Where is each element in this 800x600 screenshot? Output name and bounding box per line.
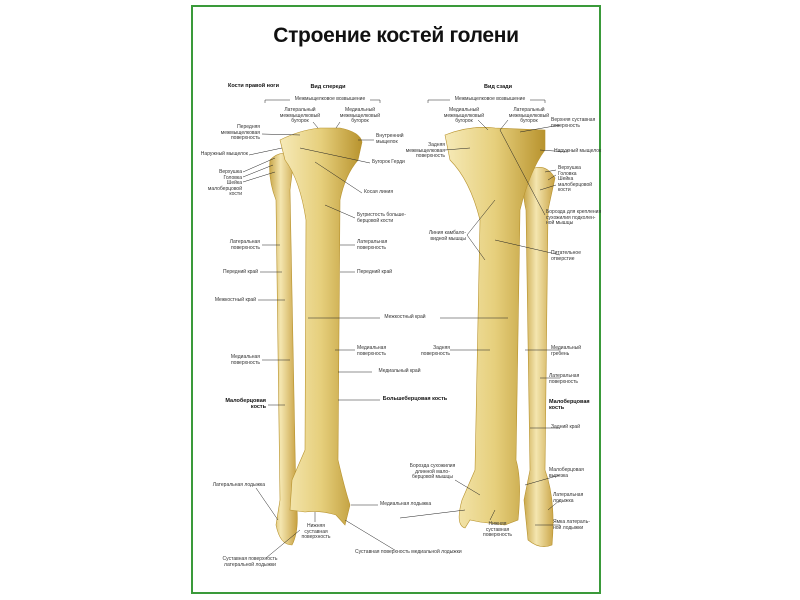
leader-lines <box>242 99 569 559</box>
front-label: Косая линия <box>364 189 394 195</box>
front-label: Нижняя суставная поверхность <box>301 523 331 541</box>
front-eminence-label: Межмыщелковое возвышение <box>290 96 370 103</box>
back-label: Линия камбало- видной мышцы <box>428 230 466 242</box>
back-label: Латеральная поверхность <box>549 373 580 385</box>
back-label: Верхушка Головка Шейка малоберцовой кост… <box>558 165 593 194</box>
front-tibia <box>279 127 363 526</box>
back-label: Наружный мыщелок <box>554 148 602 154</box>
back-view-heading: Вид сзади <box>483 84 513 90</box>
front-label: Суставная поверхность медиальной лодыжки <box>355 549 462 556</box>
back-label: Латеральный межмыщелковый бугорок <box>508 107 550 125</box>
back-label: Борозда сухожилия длинной мало- берцовой… <box>409 463 456 481</box>
front-label: Медиальная поверхность <box>230 354 260 366</box>
front-label: Передняя межмыщелковая поверхность <box>220 124 260 142</box>
back-label: Задняя межмыщелковая поверхность <box>405 142 445 160</box>
fibula-bold-label: Малоберцовая кость <box>225 398 266 410</box>
back-label: Нижняя суставная поверхность <box>482 521 513 539</box>
front-label: Латеральная лодыжка <box>212 482 265 488</box>
front-label: Межкостный край <box>214 297 256 303</box>
front-label: Латеральная поверхность <box>229 239 260 251</box>
tibia-bold-label: Большеберцовая кость <box>380 396 450 403</box>
front-label: Медиальный край <box>372 368 427 375</box>
front-label: Медиальный межмыщелковый бугорок <box>339 107 381 125</box>
front-label: Бугристость больше- берцовой кости <box>357 212 406 224</box>
front-label: Наружный мыщелок <box>200 151 248 157</box>
front-label: Латеральный межмыщелковый бугорок <box>279 107 321 125</box>
front-view-heading: Вид спереди <box>310 84 346 90</box>
back-label: Ямка латераль- ной лодыжки <box>553 519 590 531</box>
poster-frame <box>191 5 601 594</box>
interosseous-border-center-label: Межкостный край <box>380 314 430 321</box>
back-label: Медиальный гребень <box>551 345 582 357</box>
poster-title: Строение костей голени <box>273 24 519 47</box>
back-label: Задний край <box>551 424 580 430</box>
front-label: Бугорок Герди <box>372 159 405 165</box>
back-fibula <box>523 167 556 547</box>
front-label: Латеральная поверхность <box>357 239 388 251</box>
back-label: Верхняя суставная поверхность <box>551 117 596 129</box>
back-label: Медиальный межмыщелковый бугорок <box>443 107 485 125</box>
front-label: Верхушка Головка Шейка малоберцовой кост… <box>207 169 242 198</box>
back-fibula-bold-label: Малоберцовая кость <box>549 399 590 411</box>
back-label: Борозда для крепления сухожилия подколен… <box>546 209 602 227</box>
front-label: Передний край <box>357 269 393 275</box>
back-label: Задняя поверхность <box>420 345 450 357</box>
front-label: Внутренний мыщелок <box>376 133 404 145</box>
back-label: Малоберцовая вырезка <box>549 467 584 479</box>
front-label: Медиальная поверхность <box>357 345 387 357</box>
bones-right-leg-heading: Кости правой ноги <box>228 83 279 89</box>
back-label: Питательное отверстие <box>551 250 581 262</box>
back-label: Латеральная лодыжка <box>553 492 584 504</box>
front-label: Суставная поверхность латеральной лодыжк… <box>222 556 278 568</box>
front-label: Передний край <box>222 269 258 275</box>
front-label: Медиальная лодыжка <box>380 501 432 507</box>
back-eminence-label: Межмыщелковое возвышение <box>450 96 530 103</box>
back-tibia <box>444 127 546 529</box>
